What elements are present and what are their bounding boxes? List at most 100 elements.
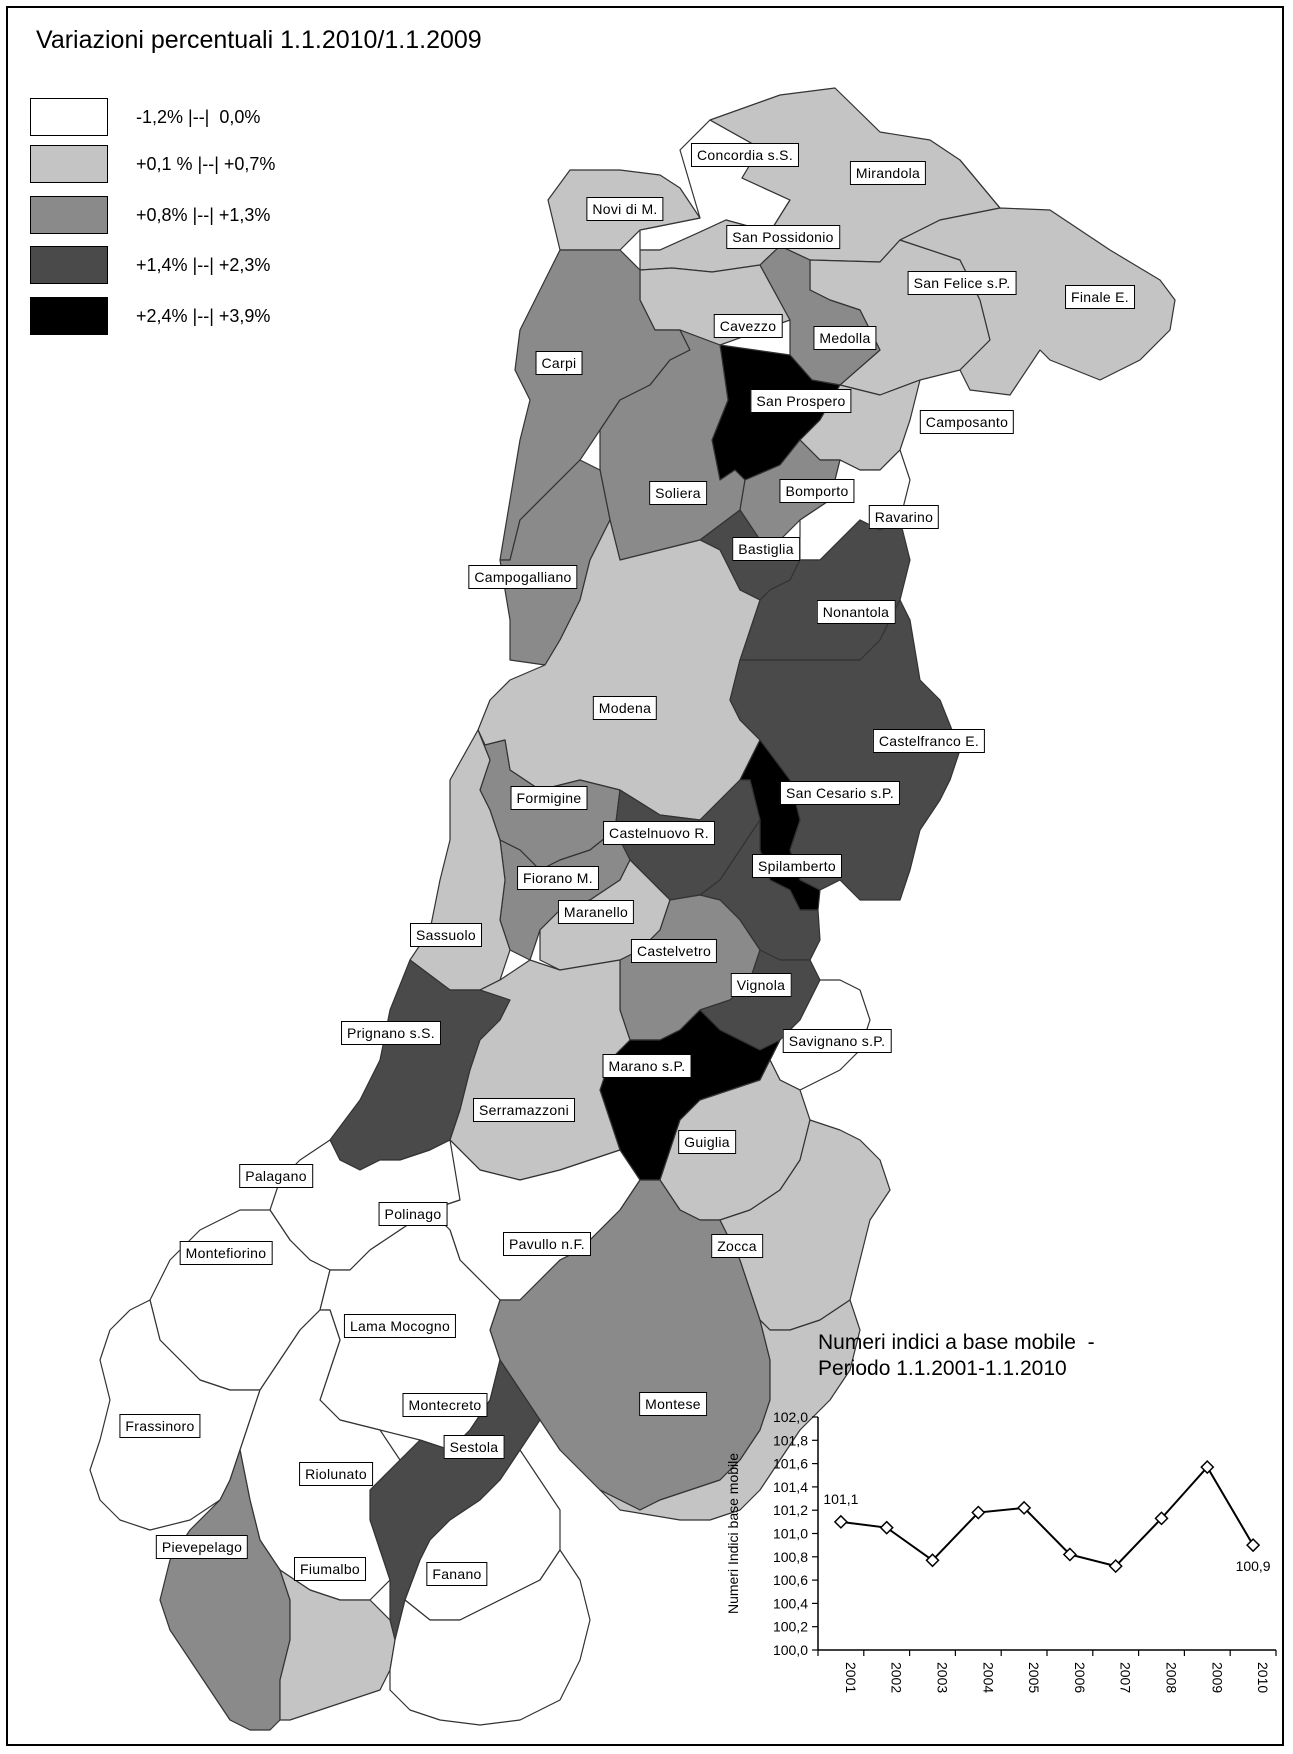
municipality-area bbox=[599, 1299, 861, 1521]
municipality-label: Pavullo n.F. bbox=[503, 1232, 591, 1256]
y-tick-label: 101,0 bbox=[773, 1526, 808, 1542]
municipality-label: Maranello bbox=[557, 900, 635, 924]
municipality-label: Carpi bbox=[535, 351, 583, 375]
municipality-label: Medolla bbox=[813, 326, 877, 350]
municipality-label: Modena bbox=[592, 696, 658, 720]
data-point bbox=[925, 1553, 940, 1568]
x-tick-label: 2003 bbox=[935, 1662, 951, 1693]
municipality-label: Sestola bbox=[443, 1435, 505, 1459]
y-tick-label: 101,4 bbox=[773, 1479, 808, 1495]
municipality-label: Palagano bbox=[239, 1164, 313, 1188]
legend-swatch bbox=[30, 297, 108, 335]
data-point bbox=[833, 1514, 848, 1529]
legend-item: +1,4% |--| +2,3% bbox=[30, 244, 270, 286]
municipality-label: Castelvetro bbox=[630, 939, 718, 963]
municipality-area bbox=[389, 1549, 591, 1726]
data-point bbox=[1017, 1500, 1032, 1515]
municipality-label: Fiumalbo bbox=[294, 1557, 366, 1581]
x-tick-label: 2001 bbox=[843, 1662, 859, 1693]
municipality-label: Serramazzoni bbox=[473, 1098, 575, 1122]
municipality-label: Finale E. bbox=[1065, 285, 1135, 309]
legend-label: +1,4% |--| +2,3% bbox=[136, 254, 271, 275]
municipality-label: Formigine bbox=[510, 786, 588, 810]
legend-item: +0,8% |--| +1,3% bbox=[30, 194, 270, 236]
map-title: Variazioni percentuali 1.1.2010/1.1.2009 bbox=[36, 26, 482, 54]
y-tick-label: 101,6 bbox=[773, 1456, 808, 1472]
y-tick-label: 100,6 bbox=[773, 1572, 808, 1588]
y-tick-label: 100,4 bbox=[773, 1595, 808, 1611]
municipality-label: Zocca bbox=[711, 1234, 763, 1258]
municipality-label: Marano s.P. bbox=[602, 1054, 692, 1078]
municipality-label: San Prospero bbox=[750, 389, 852, 413]
legend-label: +2,4% |--| +3,9% bbox=[136, 305, 271, 326]
chart-title-line: Periodo 1.1.2001-1.1.2010 bbox=[818, 1357, 1067, 1380]
municipality-area bbox=[899, 159, 1176, 396]
x-tick-label: 2006 bbox=[1072, 1662, 1088, 1693]
municipality-label: Nonantola bbox=[816, 600, 896, 624]
legend-swatch bbox=[30, 196, 108, 234]
figure-frame bbox=[6, 6, 1284, 1746]
legend-item: -1,2% |--| 0,0% bbox=[30, 96, 260, 138]
legend-item: +0,1 % |--| +0,7% bbox=[30, 143, 275, 185]
data-point bbox=[1246, 1538, 1261, 1553]
municipality-label: Ravarino bbox=[868, 505, 940, 529]
municipality-label: Soliera bbox=[649, 481, 707, 505]
municipality-label: Montefiorino bbox=[179, 1241, 273, 1265]
municipality-area bbox=[279, 1569, 396, 1721]
legend-item: +2,4% |--| +3,9% bbox=[30, 295, 270, 337]
municipality-label: Riolunato bbox=[299, 1462, 373, 1486]
legend-label: -1,2% |--| 0,0% bbox=[136, 106, 261, 127]
municipality-label: Concordia s.S. bbox=[690, 143, 800, 167]
data-point bbox=[971, 1505, 986, 1520]
municipality-label: Fanano bbox=[426, 1562, 488, 1586]
municipality-label: Sassuolo bbox=[410, 923, 482, 947]
data-point bbox=[1062, 1547, 1077, 1562]
municipality-label: Savignano s.P. bbox=[782, 1029, 892, 1053]
chart-title-line: Numeri indici a base mobile - bbox=[818, 1331, 1095, 1354]
municipality-label: Spilamberto bbox=[751, 854, 843, 878]
municipality-label: Castelfranco E. bbox=[872, 729, 986, 753]
municipality-label: Guiglia bbox=[678, 1130, 736, 1154]
municipality-label: Montese bbox=[639, 1392, 707, 1416]
x-tick-label: 2008 bbox=[1164, 1662, 1180, 1693]
municipality-label: Cavezzo bbox=[713, 314, 783, 338]
data-point bbox=[879, 1520, 894, 1535]
municipality-label: Bomporto bbox=[779, 479, 855, 503]
legend-label: +0,1 % |--| +0,7% bbox=[136, 153, 276, 174]
data-label: 101,1 bbox=[823, 1491, 858, 1507]
municipality-label: San Cesario s.P. bbox=[779, 781, 901, 805]
municipality-label: Montecreto bbox=[402, 1393, 488, 1417]
municipality-label: Castelnuovo R. bbox=[603, 821, 715, 845]
legend-label: +0,8% |--| +1,3% bbox=[136, 204, 271, 225]
data-point bbox=[1200, 1460, 1215, 1475]
data-label: 100,9 bbox=[1236, 1558, 1271, 1574]
legend-swatch bbox=[30, 98, 108, 136]
legend-swatch bbox=[30, 145, 108, 183]
municipality-label: San Possidonio bbox=[726, 225, 840, 249]
municipality-label: Vignola bbox=[730, 973, 792, 997]
municipality-label: Frassinoro bbox=[119, 1414, 201, 1438]
y-tick-label: 101,8 bbox=[773, 1432, 808, 1448]
y-tick-label: 100,8 bbox=[773, 1549, 808, 1565]
municipality-label: Novi di M. bbox=[586, 197, 664, 221]
municipality-label: Pievepelago bbox=[155, 1535, 249, 1559]
municipality-label: Polinago bbox=[378, 1202, 448, 1226]
y-tick-label: 100,0 bbox=[773, 1642, 808, 1658]
y-tick-label: 101,2 bbox=[773, 1502, 808, 1518]
x-tick-label: 2009 bbox=[1209, 1662, 1225, 1693]
municipality-label: San Felice s.P. bbox=[907, 271, 1017, 295]
x-tick-label: 2010 bbox=[1255, 1662, 1271, 1693]
y-tick-label: 100,2 bbox=[773, 1619, 808, 1635]
municipality-label: Fiorano M. bbox=[517, 866, 599, 890]
municipality-label: Lama Mocogno bbox=[343, 1314, 457, 1338]
municipality-label: Bastiglia bbox=[732, 537, 800, 561]
municipality-label: Camposanto bbox=[919, 410, 1015, 434]
x-tick-label: 2007 bbox=[1118, 1662, 1134, 1693]
legend-swatch bbox=[30, 246, 108, 284]
municipality-area bbox=[159, 1449, 291, 1731]
y-axis-label: Numeri Indici base mobile bbox=[725, 1453, 741, 1614]
x-tick-label: 2002 bbox=[889, 1662, 905, 1693]
series-line bbox=[840, 1465, 1254, 1568]
municipality-label: Campogalliano bbox=[468, 565, 578, 589]
